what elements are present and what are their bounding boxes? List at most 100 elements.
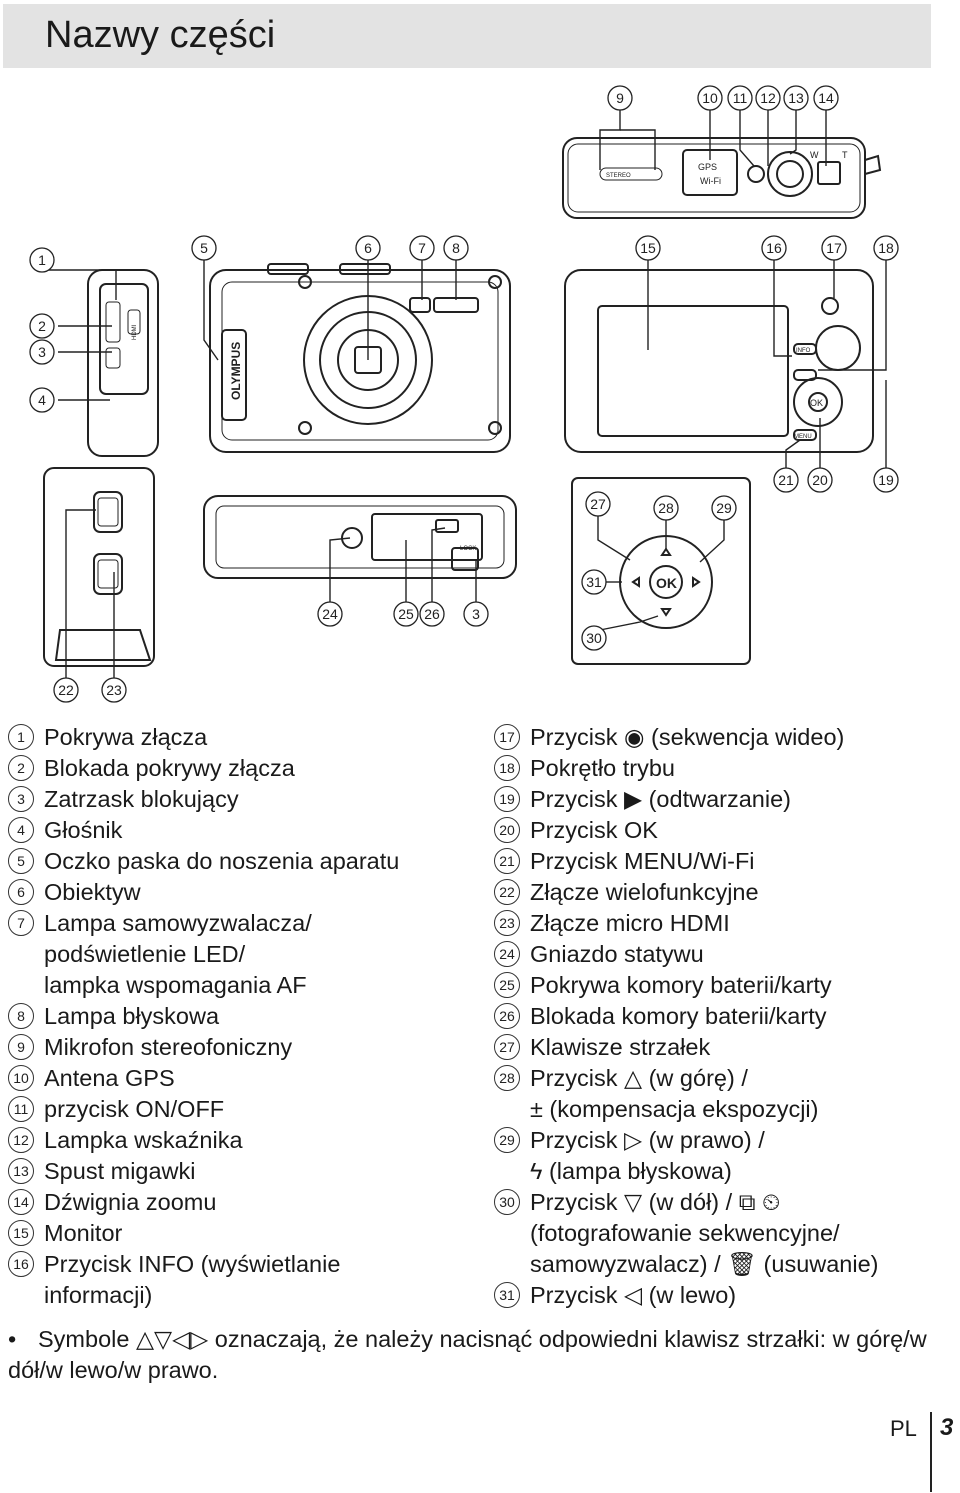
svg-text:30: 30: [586, 630, 602, 646]
svg-text:19: 19: [878, 472, 894, 488]
gps-label: GPS: [698, 162, 717, 172]
legend-item: 12 Lampka wskaźnika: [8, 1125, 478, 1156]
legend-number: 21: [494, 848, 520, 874]
svg-text:1: 1: [38, 252, 46, 268]
legend-number: 12: [8, 1127, 34, 1153]
lock-label: LOCK: [460, 546, 476, 552]
footer-divider: [930, 1412, 932, 1492]
callout-4: 4: [29, 387, 55, 413]
callout-5: 5: [191, 235, 217, 261]
legend-number: 23: [494, 910, 520, 936]
legend-text: Lampka wskaźnika: [44, 1127, 243, 1153]
legend-number: 14: [8, 1189, 34, 1215]
legend-number: 22: [494, 879, 520, 905]
callout-29: 29: [711, 495, 737, 521]
svg-text:11: 11: [733, 90, 748, 106]
arrow-symbols-note: •Symbole △▽◁▷ oznaczają, że należy nacis…: [8, 1324, 928, 1386]
callout-25: 25: [393, 601, 419, 627]
callout-8: 8: [443, 235, 469, 261]
legend-number: 3: [8, 786, 34, 812]
legend-right-column: 17 Przycisk ◉ (sekwencja wideo) 18 Pokrętł…: [494, 722, 954, 1311]
svg-text:15: 15: [640, 240, 656, 256]
menu-label: MENU: [794, 434, 812, 440]
callout-17: 17: [821, 235, 847, 261]
legend-number: 19: [494, 786, 520, 812]
callout-12: 12: [755, 85, 781, 111]
callout-6: 6: [355, 235, 381, 261]
svg-text:22: 22: [58, 682, 74, 698]
legend-number: 2: [8, 755, 34, 781]
svg-text:16: 16: [766, 240, 782, 256]
camera-parts-diagram: GPS Wi-Fi STEREO W T INFO MENU OK OK LOC…: [0, 70, 960, 710]
svg-text:3: 3: [472, 606, 480, 622]
svg-text:18: 18: [878, 240, 894, 256]
note-text-before: Symbole: [38, 1326, 130, 1352]
callout-3b: 3: [463, 601, 489, 627]
svg-text:27: 27: [590, 496, 606, 512]
legend-text: Przycisk ▽ (w dół) / ⧉ ⏲ (fotografowanie…: [530, 1189, 879, 1277]
legend-number: 17: [494, 724, 520, 750]
legend-text: Przycisk ◉ (sekwencja wideo): [530, 724, 845, 750]
brand-label: OLYMPUS: [229, 342, 243, 400]
legend-number: 15: [8, 1220, 34, 1246]
language-code: PL: [890, 1416, 917, 1441]
callout-10: 10: [697, 85, 723, 111]
legend-number: 18: [494, 755, 520, 781]
svg-text:21: 21: [778, 472, 794, 488]
legend-number: 27: [494, 1034, 520, 1060]
callout-20: 20: [807, 467, 833, 493]
legend-text: Spust migawki: [44, 1158, 196, 1184]
legend-text: Przycisk ▶ (odtwarzanie): [530, 786, 791, 812]
callout-19: 19: [873, 467, 899, 493]
callout-26: 26: [419, 601, 445, 627]
camera-top-view: [562, 137, 882, 219]
ok-label-pad: OK: [656, 575, 677, 591]
page-title: Nazwy części: [45, 14, 276, 56]
callout-21: 21: [773, 467, 799, 493]
legend-text: Pokrywa złącza: [44, 724, 208, 750]
camera-front-view: [209, 263, 511, 453]
legend-text: Pokrętło trybu: [530, 755, 675, 781]
svg-text:4: 4: [38, 392, 46, 408]
note-text-after: oznaczają, że należy nacisnąć odpowiedni…: [8, 1326, 927, 1383]
svg-text:6: 6: [364, 240, 372, 256]
camera-back-view: [564, 269, 874, 453]
bullet: •: [8, 1326, 17, 1352]
svg-text:31: 31: [586, 574, 602, 590]
legend-number: 11: [8, 1096, 34, 1122]
camera-bottom-view: [203, 495, 517, 579]
legend-item: 17 Przycisk ◉ (sekwencja wideo): [494, 722, 954, 753]
legend-number: 16: [8, 1251, 34, 1277]
legend-text: Przycisk OK: [530, 817, 658, 843]
svg-text:5: 5: [200, 240, 208, 256]
legend-item: 19 Przycisk ▶ (odtwarzanie): [494, 784, 954, 815]
legend-text: Przycisk △ (w górę) / ± (kompensacja eks…: [530, 1065, 819, 1122]
page-number: 3: [940, 1414, 954, 1441]
callout-11: 11: [727, 85, 753, 111]
svg-text:2: 2: [38, 318, 46, 334]
svg-text:17: 17: [826, 240, 842, 256]
info-label: INFO: [796, 348, 811, 354]
legend-number: 5: [8, 848, 34, 874]
legend-text: Przycisk INFO (wyświetlanie informacji): [44, 1251, 341, 1308]
callout-24: 24: [317, 601, 343, 627]
callout-7: 7: [409, 235, 435, 261]
svg-text:20: 20: [812, 472, 828, 488]
legend-number: 24: [494, 941, 520, 967]
legend-text: Blokada komory baterii/karty: [530, 1003, 827, 1029]
